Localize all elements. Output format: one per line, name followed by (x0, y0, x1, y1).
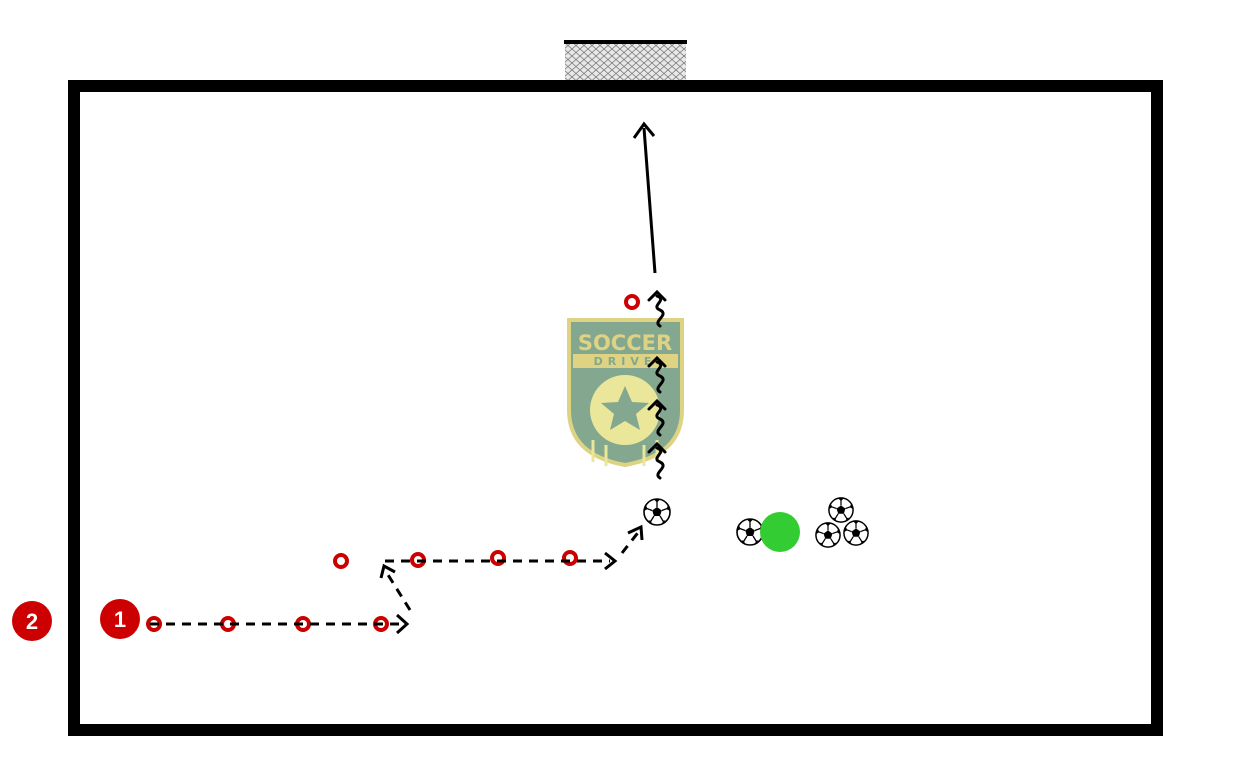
shot-line (642, 127, 657, 274)
cone-icon (624, 294, 640, 310)
soccer-ball-icon (843, 520, 869, 546)
chevron-up-icon (647, 355, 667, 368)
run-paths (150, 529, 642, 626)
balls (643, 497, 869, 548)
arrowhead-icon (395, 613, 410, 635)
dribble-path (647, 289, 667, 480)
run-path-2 (383, 569, 412, 611)
arrowhead-icon (632, 121, 656, 139)
arrowhead-icon (604, 551, 618, 571)
shot-path (632, 121, 657, 274)
player-marker-icon (12, 601, 52, 641)
dribble-wave (655, 403, 665, 437)
logo-line2: DRIVE (594, 355, 657, 368)
player-1: 1 (100, 599, 140, 639)
dribble-wave (655, 446, 665, 480)
player-2: 2 (12, 601, 52, 641)
soccer-ball-icon (815, 522, 841, 548)
dribble-wave (655, 360, 665, 394)
arrowhead-icon (379, 563, 396, 579)
soccer-ball-icon (643, 498, 671, 526)
cone-icon (333, 553, 349, 569)
soccer-drive-logo: SOCCER DRIVE (567, 318, 684, 468)
soccer-ball-icon (736, 518, 764, 546)
logo-line1: SOCCER (578, 331, 672, 355)
chevron-up-icon (647, 289, 667, 302)
field-boundary (68, 80, 1163, 736)
player-2-label: 2 (26, 609, 38, 634)
coach-marker-icon (760, 512, 800, 552)
chevron-up-icon (647, 398, 667, 411)
player-marker-icon (100, 599, 140, 639)
cones (146, 294, 640, 632)
player-1-label: 1 (114, 607, 126, 632)
soccer-ball-icon (828, 497, 854, 523)
goal (564, 40, 687, 82)
chevron-up-icon (647, 441, 667, 454)
run-path-4 (620, 529, 642, 554)
goal-net-icon (565, 42, 686, 82)
arrowhead-icon (627, 524, 644, 541)
dribble-wave (655, 294, 665, 328)
run-arrowheads (379, 524, 644, 635)
